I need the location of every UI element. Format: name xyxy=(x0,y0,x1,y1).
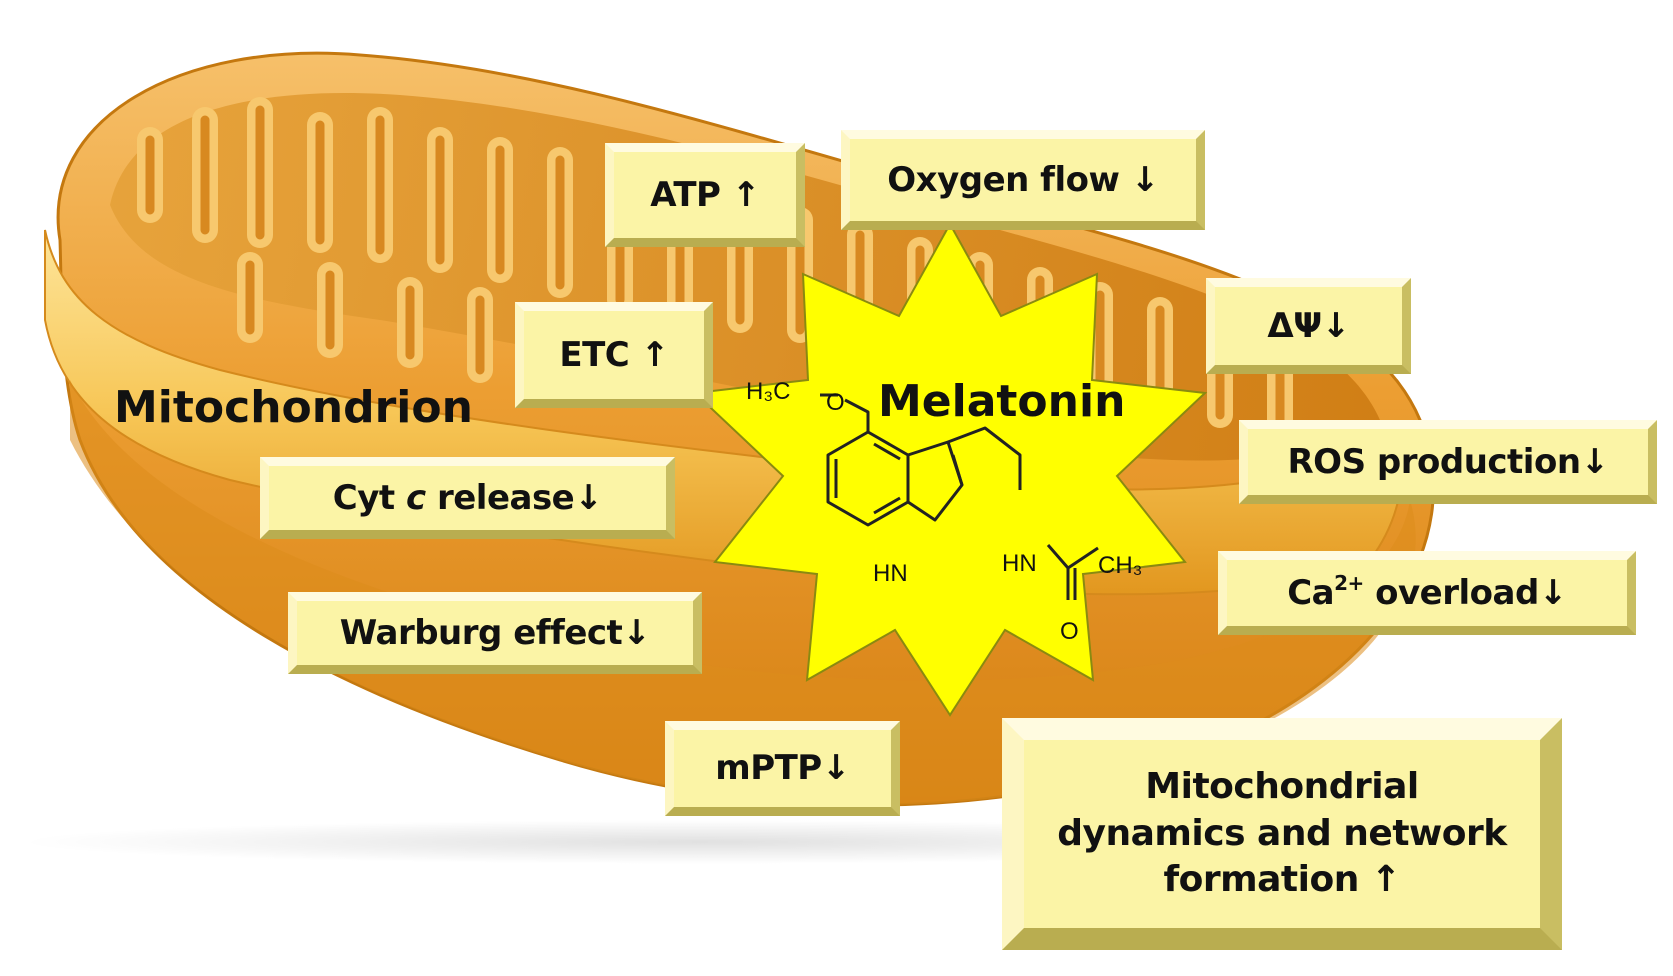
amide-nh-label: HN xyxy=(1002,550,1037,577)
dynamics-text: Mitochondrial dynamics and network forma… xyxy=(1057,765,1507,901)
mptp-text: mPTP↓ xyxy=(715,748,850,789)
atp-box: ATP ↑ xyxy=(605,143,805,247)
atp-text: ATP ↑ xyxy=(650,174,760,215)
etc-box: ETC ↑ xyxy=(515,302,713,408)
cyt-c-box: Cyt c release↓ xyxy=(260,457,675,539)
indole-nh-label: HN xyxy=(873,560,908,587)
ros-production-text: ROS production↓ xyxy=(1287,441,1609,482)
warburg-effect-text: Warburg effect↓ xyxy=(339,612,651,653)
methoxy-ch3-label: H₃C xyxy=(746,378,791,405)
acetyl-ch3-label: CH₃ xyxy=(1098,552,1143,579)
cyt-c-text: Cyt c release↓ xyxy=(332,477,603,518)
ca-overload-box: Ca2+ overload↓ xyxy=(1218,551,1636,635)
warburg-effect-box: Warburg effect↓ xyxy=(288,592,702,674)
mitochondrion-label: Mitochondrion xyxy=(114,382,473,433)
melatonin-label: Melatonin xyxy=(878,376,1126,427)
melatonin-star xyxy=(692,221,1208,717)
lower-body xyxy=(70,380,1416,805)
methoxy-o-label: O xyxy=(826,389,845,416)
dynamics-box: Mitochondrial dynamics and network forma… xyxy=(1002,718,1562,950)
carbonyl-o-label: O xyxy=(1060,618,1079,645)
etc-text: ETC ↑ xyxy=(559,334,669,375)
oxygen-flow-box: Oxygen flow ↓ xyxy=(841,130,1205,230)
ros-production-box: ROS production↓ xyxy=(1239,420,1657,504)
melatonin-structure xyxy=(820,393,1099,600)
oxygen-flow-text: Oxygen flow ↓ xyxy=(887,159,1159,200)
mptp-box: mPTP↓ xyxy=(665,721,900,816)
delta-psi-box: ΔΨ↓ xyxy=(1206,278,1411,374)
delta-psi-text: ΔΨ↓ xyxy=(1267,305,1350,346)
ca-overload-text: Ca2+ overload↓ xyxy=(1287,571,1567,614)
